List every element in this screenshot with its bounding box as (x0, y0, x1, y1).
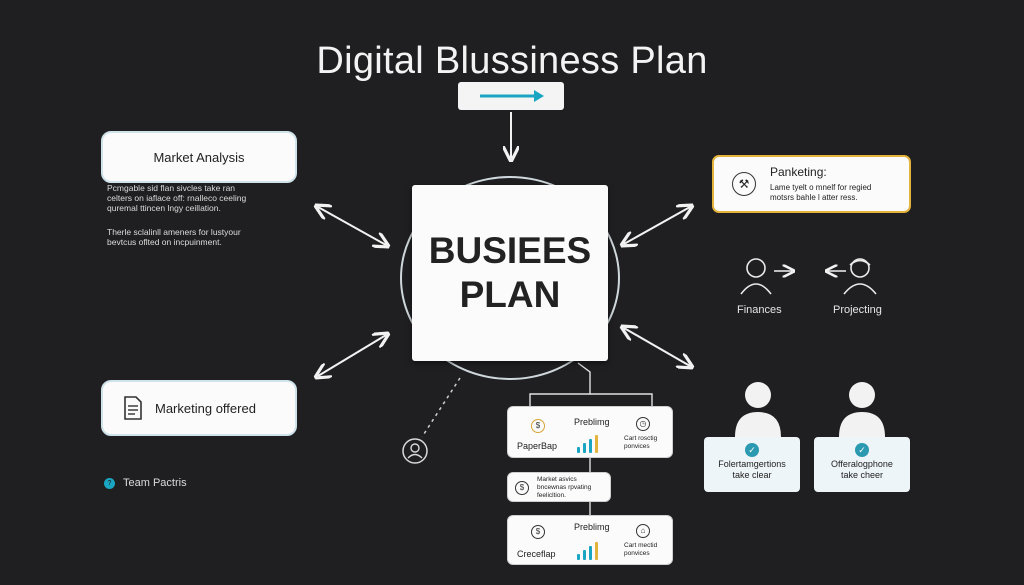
person-card-2[interactable]: ✓ Offeralogphone take cheer (814, 437, 910, 492)
tool-icon: ⚒ (732, 172, 756, 196)
bar-chart-icon (577, 433, 598, 453)
projecting-person-icon (840, 256, 880, 301)
panketing-subtitle: Lame tyelt o mnelf for regied motsrs bah… (770, 183, 872, 202)
dollar-icon: $ (531, 525, 545, 539)
team-item[interactable]: ? Team Pactris (104, 477, 187, 489)
flow-card-3-label: Creceflap (517, 549, 556, 559)
team-badge: ? (104, 477, 115, 489)
clock-icon: ◷ (636, 417, 650, 431)
panketing-card[interactable]: ⚒ Panketing: Lame tyelt o mnelf for regi… (712, 155, 911, 213)
market-analysis-note: Therle sclalinll ameners for lustyour be… (107, 227, 241, 247)
page-title: Digital Blussiness Plan (316, 40, 708, 82)
person-circle-icon (402, 438, 428, 469)
teal-arrow-icon (480, 90, 544, 102)
leaf-icon: ⌂ (636, 524, 650, 538)
flow-card-3[interactable]: $ Creceflap Preblimg ⌂ Cart mectid ponvi… (507, 515, 673, 565)
bar-chart-icon (577, 540, 598, 560)
panketing-title: Panketing: (770, 165, 827, 179)
business-plan-card[interactable]: BUSIEES PLAN (412, 185, 608, 361)
flow-card-3-note: Cart mectid ponvices (624, 542, 658, 557)
avatar (837, 379, 887, 442)
flow-card-1[interactable]: $ PaperBap Preblimg ◷ Cart rosctig ponvi… (507, 406, 673, 458)
avatar (733, 379, 783, 442)
person-card-2-text: Offeralogphone take cheer (831, 459, 893, 480)
team-label: Team Pactris (123, 477, 187, 489)
dollar-icon: $ (515, 481, 529, 495)
flow-card-1-label: PaperBap (517, 441, 558, 451)
market-analysis-label: Market Analysis (153, 149, 245, 165)
flow-card-3-heading: Preblimg (574, 522, 610, 532)
finances-label: Finances (737, 304, 782, 316)
market-analysis-text: Pcmgable sid flan sivcles take ran celte… (107, 183, 247, 213)
flow-card-2[interactable]: $ Market asvics bncewnas rpvating feelic… (507, 472, 611, 502)
top-arrow-box (458, 82, 564, 110)
marketing-offered-card[interactable]: Marketing offered (101, 380, 297, 436)
flow-card-1-heading: Preblimg (574, 417, 610, 427)
check-icon: ✓ (745, 443, 759, 457)
dollar-icon: $ (531, 419, 545, 433)
finances-person-icon (739, 256, 775, 301)
center-line-2: PLAN (459, 274, 561, 315)
projecting-label: Projecting (833, 304, 882, 316)
center-ring (400, 176, 620, 380)
marketing-offered-label: Marketing offered (155, 400, 256, 416)
person-card-1-text: Folertamgertions take clear (718, 459, 786, 480)
center-line-1: BUSIEES (428, 230, 592, 271)
document-icon (124, 396, 142, 420)
flow-card-1-note: Cart rosctig ponvices (624, 435, 658, 450)
market-analysis-card[interactable]: Market Analysis (101, 131, 297, 183)
flow-card-2-text: Market asvics bncewnas rpvating feeliclt… (537, 476, 592, 499)
check-icon: ✓ (855, 443, 869, 457)
person-card-1[interactable]: ✓ Folertamgertions take clear (704, 437, 800, 492)
